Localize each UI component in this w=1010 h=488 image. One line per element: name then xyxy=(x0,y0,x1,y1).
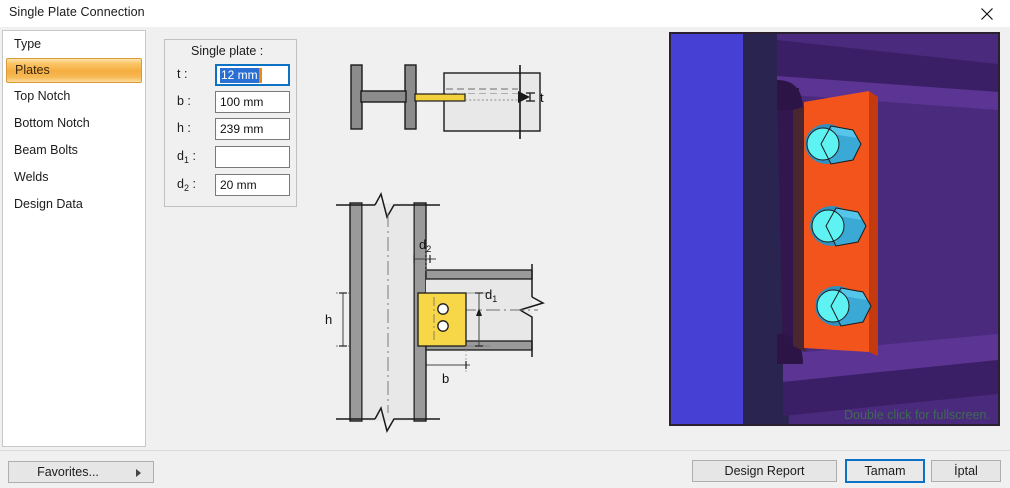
technical-drawings: t xyxy=(318,27,668,450)
dialog-body: Type Plates Top Notch Bottom Notch Beam … xyxy=(0,27,1010,450)
text-caret xyxy=(258,67,262,83)
sidebar-item-label: Plates xyxy=(15,63,50,77)
sidebar-item-label: Design Data xyxy=(14,197,83,211)
sidebar-item-design-data[interactable]: Design Data xyxy=(3,191,145,218)
design-report-button[interactable]: Design Report xyxy=(692,460,837,482)
sidebar-item-beam-bolts[interactable]: Beam Bolts xyxy=(3,137,145,164)
height-input[interactable] xyxy=(215,118,290,140)
ok-button[interactable]: Tamam xyxy=(845,459,925,483)
field-row-d1: d1 : xyxy=(177,146,292,168)
d2-input[interactable] xyxy=(215,174,290,196)
field-label-d1-base: d xyxy=(177,149,184,163)
field-label-d2-suffix: : xyxy=(188,177,196,191)
dimension-label-b: b xyxy=(442,371,449,386)
field-label-b: b : xyxy=(177,94,191,108)
sidebar-item-bottom-notch[interactable]: Bottom Notch xyxy=(3,110,145,137)
cancel-button[interactable]: İptal xyxy=(931,460,1001,482)
field-label-d1: d1 : xyxy=(177,149,196,165)
sidebar-item-label: Welds xyxy=(14,170,49,184)
3d-model-svg xyxy=(671,34,998,424)
dimension-label-h: h xyxy=(325,312,332,327)
sidebar-item-type[interactable]: Type xyxy=(3,31,145,58)
beam-top-edge xyxy=(777,76,998,110)
column-side xyxy=(743,34,789,424)
chevron-right-icon xyxy=(136,469,141,477)
field-label-d1-suffix: : xyxy=(188,149,196,163)
window-title: Single Plate Connection xyxy=(9,5,145,19)
thickness-input-value: 12 mm xyxy=(220,67,259,83)
d1-input[interactable] xyxy=(215,146,290,168)
groupbox-legend: Single plate : xyxy=(187,44,268,58)
favorites-button[interactable]: Favorites... xyxy=(8,461,154,483)
field-row-h: h : xyxy=(177,118,292,140)
drawing-svg: t xyxy=(325,64,545,433)
sidebar-item-label: Type xyxy=(14,37,42,51)
bolt-1 xyxy=(805,124,862,165)
close-button[interactable] xyxy=(964,0,1010,27)
field-label-d2: d2 : xyxy=(177,177,196,193)
dimension-label-d2: d2 xyxy=(419,237,431,254)
favorites-button-label: Favorites... xyxy=(37,465,99,479)
bolt-2 xyxy=(810,206,867,247)
sidebar-item-label: Top Notch xyxy=(14,89,71,103)
width-input[interactable] xyxy=(215,91,290,113)
sidebar-nav: Type Plates Top Notch Bottom Notch Beam … xyxy=(2,30,146,447)
field-row-b: b : xyxy=(177,91,292,113)
sidebar-item-top-notch[interactable]: Top Notch xyxy=(3,83,145,110)
single-plate-groupbox: Single plate : t : 12 mm b : h : xyxy=(164,39,297,207)
close-icon xyxy=(981,7,993,20)
plan-view-drawing: t xyxy=(350,64,544,139)
dimension-label-t: t xyxy=(540,90,544,105)
title-bar: Single Plate Connection xyxy=(0,0,1010,28)
beam-fillet-top xyxy=(777,80,803,110)
column-face xyxy=(671,34,743,424)
field-label-d2-sub: 2 xyxy=(183,183,189,193)
sidebar-item-label: Bottom Notch xyxy=(14,116,90,130)
bolt-3 xyxy=(815,286,872,327)
connection-plate-edge xyxy=(869,91,878,356)
content-panel: Single plate : t : 12 mm b : h : xyxy=(148,27,1010,450)
dialog-footer: Favorites... xyxy=(0,450,1010,488)
field-label-d1-sub: 1 xyxy=(183,155,189,165)
3d-preview-viewport[interactable]: Double click for fullscreen. xyxy=(669,32,1000,426)
beam-bottom-edge xyxy=(783,334,998,382)
sidebar-item-welds[interactable]: Welds xyxy=(3,164,145,191)
beam-bottom-flange xyxy=(783,360,998,416)
sidebar-item-label: Beam Bolts xyxy=(14,143,78,157)
plate-shadow xyxy=(793,106,806,352)
beam-top-flange xyxy=(777,40,998,92)
thickness-input[interactable]: 12 mm xyxy=(215,64,290,86)
field-label-h: h : xyxy=(177,121,191,135)
elevation-view-drawing: h d2 d1 xyxy=(325,191,545,433)
field-row-d2: d2 : xyxy=(177,174,292,196)
field-label-t: t : xyxy=(177,67,188,81)
field-label-d2-base: d xyxy=(177,177,184,191)
sidebar-item-plates[interactable]: Plates xyxy=(6,58,142,83)
field-row-t: t : 12 mm xyxy=(177,64,292,86)
